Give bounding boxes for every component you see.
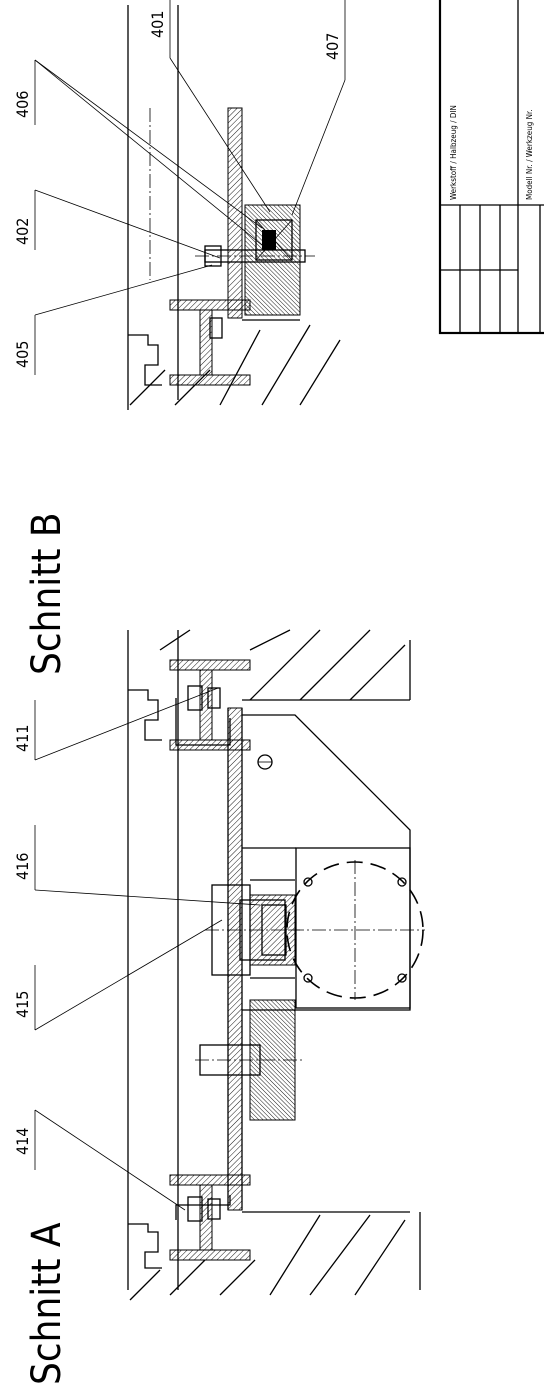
callout-414: 414 (13, 1128, 32, 1155)
section-a-view (34, 629, 425, 1301)
callout-402: 402 (13, 218, 32, 245)
material-label: Werkstoff / Halbzeug / DIN (449, 105, 458, 200)
callouts-section-b: 405 402 406 401 407 (13, 11, 342, 368)
shaft-block-415 (205, 884, 300, 976)
hatched-slab-b (227, 107, 243, 319)
callout-405: 405 (13, 341, 32, 368)
i-profile-top-a (128, 659, 251, 751)
model-label: Modell Nr. / Werkzeug Nr. (525, 109, 534, 200)
callout-416: 416 (13, 853, 32, 880)
section-a-title: Schnitt A (24, 1222, 70, 1385)
hatched-slab-a (227, 707, 243, 1211)
section-b-view (34, 0, 346, 410)
callout-406: 406 (13, 91, 32, 118)
callout-411: 411 (13, 725, 32, 752)
title-block: Werkstoff / Halbzeug / DIN Modell Nr. / … (438, 0, 544, 335)
wheel-assembly-b (195, 204, 315, 316)
ground-hatch-top-a (159, 629, 411, 701)
leaders-a (34, 687, 261, 1211)
ground-hatch-bottom-a (129, 1211, 421, 1301)
callouts-section-a: 414 415 416 411 (13, 725, 32, 1155)
leaders-b (34, 0, 346, 375)
ground-hatch-b (129, 319, 341, 406)
callout-407: 407 (323, 33, 342, 60)
lower-wheel-a (195, 999, 305, 1121)
i-profile-bottom-a (128, 1174, 251, 1269)
pulley-416 (249, 879, 296, 979)
motor-housing-a (242, 714, 425, 1011)
callout-401: 401 (148, 11, 167, 38)
callout-415: 415 (13, 991, 32, 1018)
section-b-title: Schnitt B (24, 512, 70, 675)
